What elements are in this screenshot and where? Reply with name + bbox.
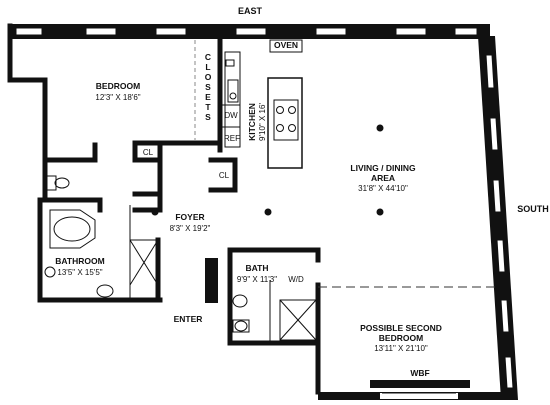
north-wall — [8, 24, 490, 39]
bedroom-label: BEDROOM — [96, 81, 140, 91]
closets-letter: S — [205, 112, 211, 122]
second-bedroom-label-line1: POSSIBLE SECOND — [360, 323, 442, 333]
bath-walls — [205, 247, 321, 395]
living-label-line2: AREA — [371, 173, 395, 183]
ceiling-lights — [151, 124, 384, 216]
living-dims: 31'8" X 44'10" — [358, 184, 408, 193]
closets-letter: E — [205, 92, 211, 102]
bathroom-label: BATHROOM — [55, 256, 104, 266]
west-walls — [7, 23, 163, 303]
kitchen-label: KITCHEN — [247, 103, 257, 141]
south-wall — [478, 36, 518, 400]
bottom-wall — [318, 380, 510, 400]
ref-label: REF — [224, 134, 240, 143]
second-bedroom-label-line2: BEDROOM — [379, 333, 423, 343]
cl-label-2: CL — [219, 171, 230, 180]
bath-label: BATH — [246, 263, 269, 273]
foyer-label: FOYER — [175, 212, 204, 222]
kitchen-dims: 9'10" X 16' — [258, 103, 267, 141]
kitchen-fixtures — [222, 39, 303, 169]
wbf-label: WBF — [410, 368, 429, 378]
compass-south: SOUTH — [517, 204, 549, 214]
wd-label: W/D — [288, 275, 304, 284]
bath-dims: 9'9" X 11'3" — [237, 275, 277, 284]
dw-label: DW — [224, 111, 238, 120]
closets-label: C L O S E T S — [205, 52, 212, 122]
second-bedroom-dims: 13'11" X 21'10" — [374, 344, 428, 353]
closets-letter: C — [205, 52, 211, 62]
living-label-line1: LIVING / DINING — [350, 163, 416, 173]
oven-label: OVEN — [274, 40, 298, 50]
enter-label: ENTER — [174, 314, 203, 324]
bathroom-fixtures — [44, 175, 114, 298]
bedroom-dims: 12'3" X 18'6" — [95, 93, 140, 102]
closets-letter: O — [205, 72, 212, 82]
cl-label-1: CL — [143, 148, 154, 157]
foyer-dims: 8'3" X 19'2" — [170, 224, 211, 233]
bathroom-dims: 13'5" X 15'5" — [57, 268, 102, 277]
compass-east: EAST — [238, 6, 263, 16]
closets-letter: S — [205, 82, 211, 92]
interior-walls — [129, 37, 238, 303]
closets-letter: T — [205, 102, 211, 112]
closets-letter: L — [205, 62, 210, 72]
